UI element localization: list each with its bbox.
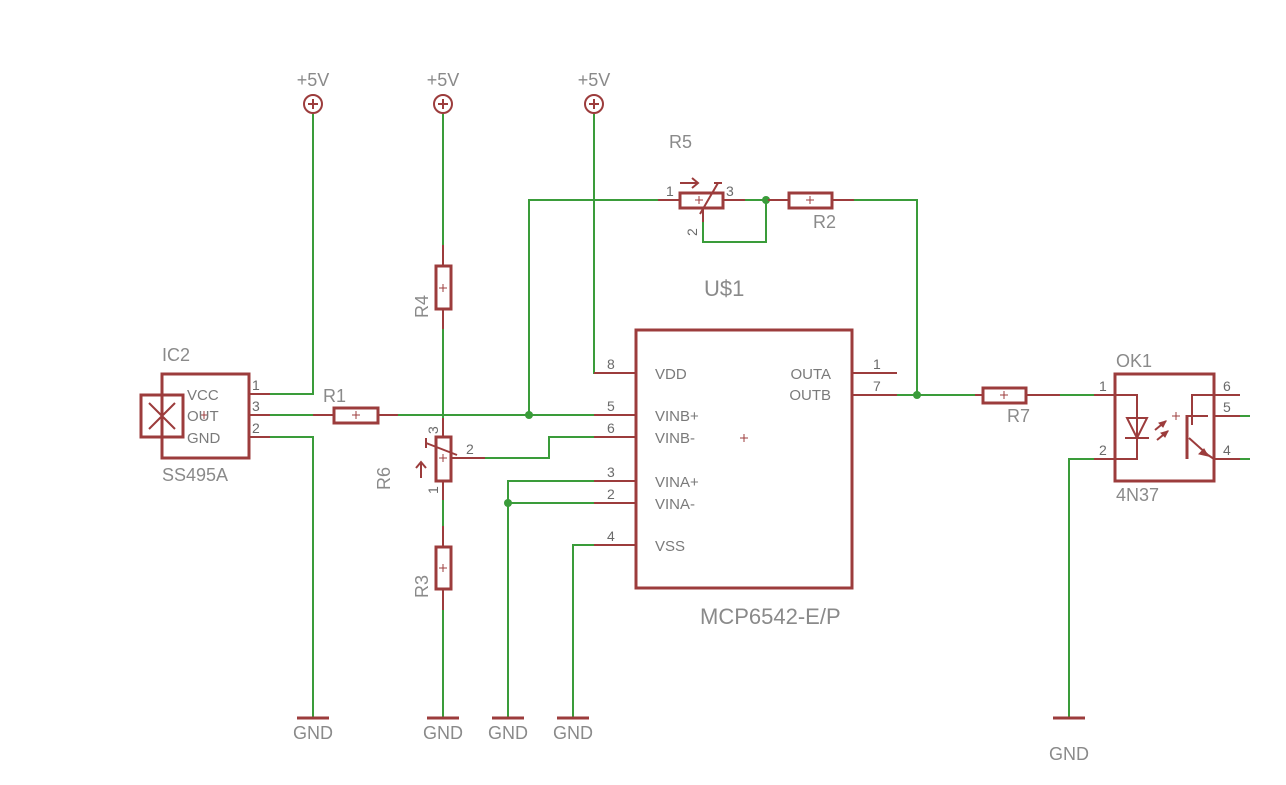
wire-vina-plus (507, 480, 615, 718)
optocoupler-ok1: OK1 4N37 1 2 6 5 4 (1094, 351, 1240, 505)
junction-vinb-plus (525, 411, 533, 419)
resistor-r4: R4 (412, 245, 453, 329)
u1-pin-number: 5 (607, 398, 615, 414)
ic2-pin-number: 2 (252, 420, 260, 436)
u1-pin-number: 3 (607, 464, 615, 480)
vcc-label: +5V (578, 70, 611, 90)
wire-ic2-vcc (270, 114, 314, 395)
junction-r5-r2 (762, 196, 770, 204)
gnd-symbol-2: GND (423, 716, 463, 743)
ic2-hall-sensor: IC2 SS495A VCC OUT GND 1 3 2 (139, 345, 270, 485)
r5-pin-number: 1 (666, 183, 674, 199)
r1-label: R1 (323, 386, 346, 406)
u1-pin-number: 4 (607, 528, 615, 544)
ok1-pin-number: 4 (1223, 442, 1231, 458)
r4-label: R4 (412, 295, 432, 318)
gnd-label: GND (293, 723, 333, 743)
u1-pin-name: VSS (655, 538, 685, 555)
wire-5v-vdd (593, 114, 615, 374)
r6-pin-number: 3 (425, 426, 441, 434)
junction-outb (913, 391, 921, 399)
r6-pin-number: 2 (466, 441, 474, 457)
ic2-value: SS495A (162, 465, 228, 485)
wire-feedback-r5 (528, 199, 658, 415)
wire-ok1-pin2-gnd (1068, 458, 1094, 718)
r5-pin-number: 3 (726, 183, 734, 199)
trimmer-r5: R5 1 3 2 (658, 132, 745, 236)
junctions (504, 196, 921, 507)
ic2-pin-name: OUT (187, 408, 219, 425)
u1-pin-name: VINA+ (655, 474, 699, 491)
u1-pin-name: OUTA (790, 366, 831, 383)
wire-ic2-gnd (270, 436, 314, 718)
vcc-symbol-2: +5V (427, 70, 460, 114)
ic2-pin-number: 1 (252, 377, 260, 393)
r5-label: R5 (669, 132, 692, 152)
vcc-label: +5V (427, 70, 460, 90)
gnd-symbol-5: GND (1049, 716, 1089, 764)
gnd-symbol-1: GND (293, 716, 333, 743)
r5-pin-number: 2 (684, 228, 700, 236)
u1-pin-number: 2 (607, 486, 615, 502)
junction-vina (504, 499, 512, 507)
resistor-r3: R3 (412, 526, 453, 610)
wires (270, 114, 1250, 718)
u1-pin-number: 1 (873, 356, 881, 372)
u1-pin-number: 7 (873, 378, 881, 394)
gnd-label: GND (1049, 744, 1089, 764)
gnd-symbol-3: GND (488, 716, 528, 743)
resistor-r2: R2 (768, 191, 854, 232)
wire-r6-wiper-vinb-minus (485, 436, 615, 459)
vcc-label: +5V (297, 70, 330, 90)
resistor-r1: R1 (313, 386, 398, 425)
gnd-label: GND (553, 723, 593, 743)
ok1-value: 4N37 (1116, 485, 1159, 505)
ok1-pin-number: 2 (1099, 442, 1107, 458)
r7-label: R7 (1007, 406, 1030, 426)
ic2-name: IC2 (162, 345, 190, 365)
gnd-symbol-4: GND (553, 716, 593, 743)
r6-label: R6 (374, 467, 394, 490)
ok1-name: OK1 (1116, 351, 1152, 371)
vcc-symbol-3: +5V (578, 70, 611, 114)
u1-pin-name: VINB- (655, 430, 695, 447)
u1-pin-name: VINB+ (655, 408, 699, 425)
trimmer-r6: R6 3 1 2 (374, 418, 485, 500)
u1-pin-name: VINA- (655, 496, 695, 513)
wire-r5-wiper (702, 200, 767, 243)
u1-pin-number: 6 (607, 420, 615, 436)
ok1-pin-number: 6 (1223, 378, 1231, 394)
r6-pin-number: 1 (425, 486, 441, 494)
ok1-pin-number: 5 (1223, 399, 1231, 415)
r3-label: R3 (412, 575, 432, 598)
vcc-symbol-1: +5V (297, 70, 330, 114)
gnd-label: GND (488, 723, 528, 743)
resistor-r7: R7 (975, 386, 1060, 426)
u1-name: U$1 (704, 276, 744, 301)
gnd-label: GND (423, 723, 463, 743)
u1-pin-number: 8 (607, 356, 615, 372)
wire-r2-outb (854, 199, 918, 395)
ok1-pin-number: 1 (1099, 378, 1107, 394)
ic2-pin-name: VCC (187, 387, 219, 404)
r2-label: R2 (813, 212, 836, 232)
u1-pin-name: VDD (655, 366, 687, 383)
u1-value: MCP6542-E/P (700, 604, 841, 629)
u1-pin-name: OUTB (789, 387, 831, 404)
ic2-pin-name: GND (187, 430, 221, 447)
opamp-u1: U$1 MCP6542-E/P VDD VINB+ VINB- VINA+ VI… (594, 276, 897, 629)
wire-vss-gnd (572, 544, 615, 718)
ic2-pin-number: 3 (252, 398, 260, 414)
